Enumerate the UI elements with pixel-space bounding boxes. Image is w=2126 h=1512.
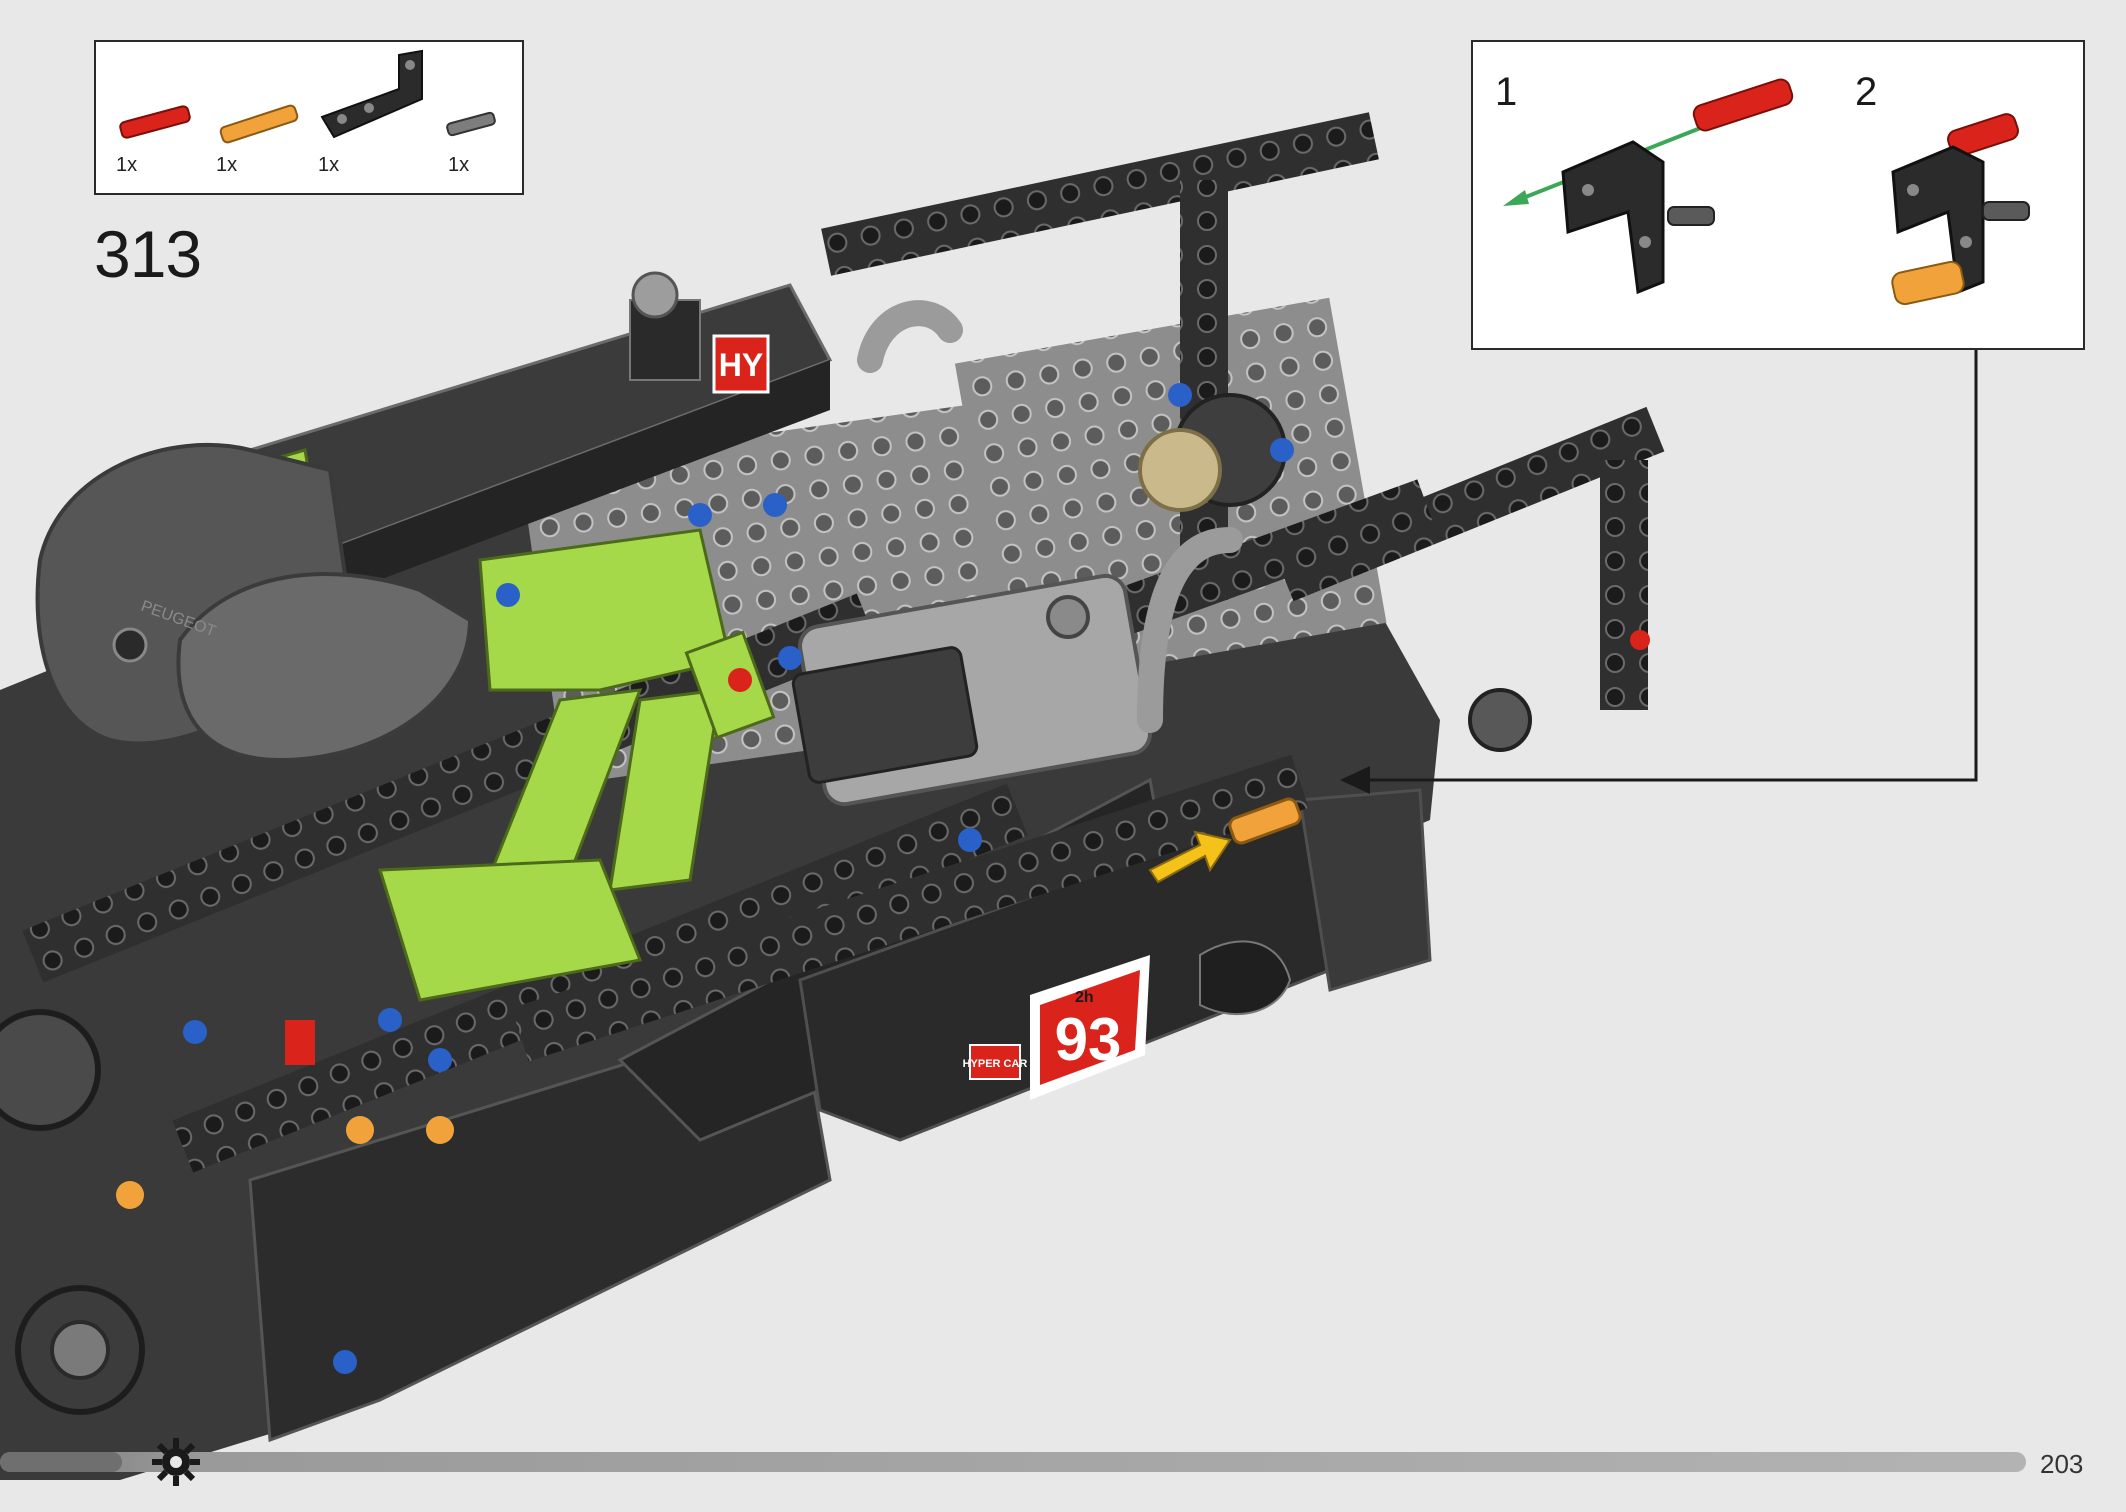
hypercar-decal: HYPER CAR <box>963 1058 1028 1070</box>
part-qty-4: 1x <box>448 154 470 176</box>
grey-bush-icon <box>446 111 496 137</box>
number-decal: 93 2h HYPER CAR <box>963 940 1292 1100</box>
step-number: 313 <box>94 217 202 291</box>
part-qty-3: 1x <box>318 154 340 176</box>
wheel-hubs <box>0 1009 145 1415</box>
airbox: HY <box>233 271 833 610</box>
black-bent-liftarm-icon <box>320 49 423 139</box>
race-number: 93 <box>1055 1006 1122 1073</box>
progress-fill <box>0 1452 122 1472</box>
part-qty-1: 1x <box>116 154 138 176</box>
sub-step-1-label: 1 <box>1495 70 1518 114</box>
progress-gear-icon <box>152 1438 200 1486</box>
page-number: 203 <box>2040 1449 2084 1479</box>
parts-list-box: 1x 1x 1x 1x <box>94 40 524 195</box>
part-qty-2: 1x <box>216 154 238 176</box>
step-highlight <box>1148 797 1302 884</box>
hy-decal: HY <box>719 347 763 383</box>
insert-arrow-icon <box>1503 190 1529 206</box>
callout-box: 1 2 <box>1471 40 2085 350</box>
red-axle-pin-icon <box>119 105 191 139</box>
sub-step-1-diagram <box>1503 78 1794 295</box>
sub-step-2-label: 2 <box>1855 70 1878 114</box>
orange-friction-pin-icon <box>219 104 299 144</box>
engine-block <box>791 300 1532 807</box>
le-mans-logo: 2h <box>1075 989 1094 1006</box>
sub-step-2-diagram <box>1891 113 2030 306</box>
progress-bar <box>0 1452 2026 1472</box>
suspension-lime <box>377 528 776 1002</box>
engine-cover: PEUGEOT <box>35 442 473 763</box>
callout-illustration <box>1503 78 2030 306</box>
callout-pointer <box>1340 350 1978 794</box>
